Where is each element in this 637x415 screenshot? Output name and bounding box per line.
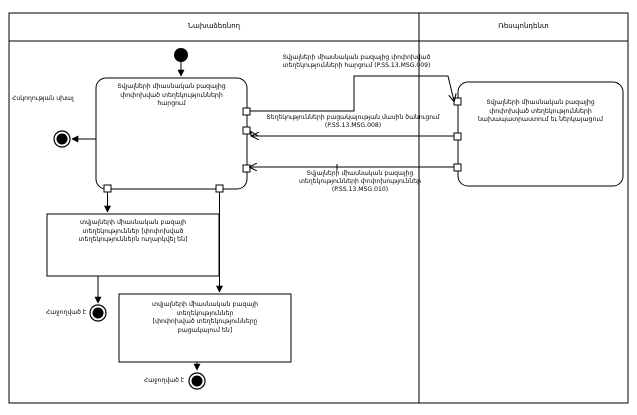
flow-to-object-absent xyxy=(118,192,292,363)
message-label-009: Տվյալների միասնական բազայից փոփոխված տեղ… xyxy=(282,54,431,70)
diagram-frame xyxy=(8,12,629,404)
error-flow xyxy=(53,130,96,148)
edge-label-success-1: Հաջողված է xyxy=(45,309,86,316)
object-node-absent-label: տվյալների միասնական բազայի տեղեկությունն… xyxy=(151,301,259,334)
initial-node xyxy=(174,48,188,77)
action-node-prepare xyxy=(453,81,624,187)
action-node-request xyxy=(95,77,251,193)
action-node-request-label: Տվյալների միասնական բազայից փոփոխված տեղ… xyxy=(117,83,226,108)
swimlane-header-respondent: Ռեսպոնդենտ xyxy=(498,22,549,30)
flow-success-2 xyxy=(188,362,206,390)
message-flow-009 xyxy=(250,75,454,112)
edge-label-success-2: Հաջողված է xyxy=(143,377,184,384)
message-label-008: Տեղեկությունների բացակայության մասին ծան… xyxy=(266,114,440,130)
object-node-received-label: տվյալների միասնական բազայի տեղեկությունն… xyxy=(78,219,188,244)
flow-to-object-received xyxy=(46,192,220,277)
message-label-010: Տվյալների միասնական բազայից տեղեկություն… xyxy=(299,170,421,194)
message-flow-010 xyxy=(250,164,454,170)
swimlane-header-initiator: Նախաձեռնող xyxy=(187,22,241,30)
flow-success-1 xyxy=(89,276,107,322)
edge-label-control-error: Հսկողության սխալ xyxy=(12,95,74,102)
action-node-prepare-label: Տվյալների միասնական բազայից փոփոխված տեղ… xyxy=(478,99,603,124)
message-flow-008 xyxy=(249,130,454,136)
